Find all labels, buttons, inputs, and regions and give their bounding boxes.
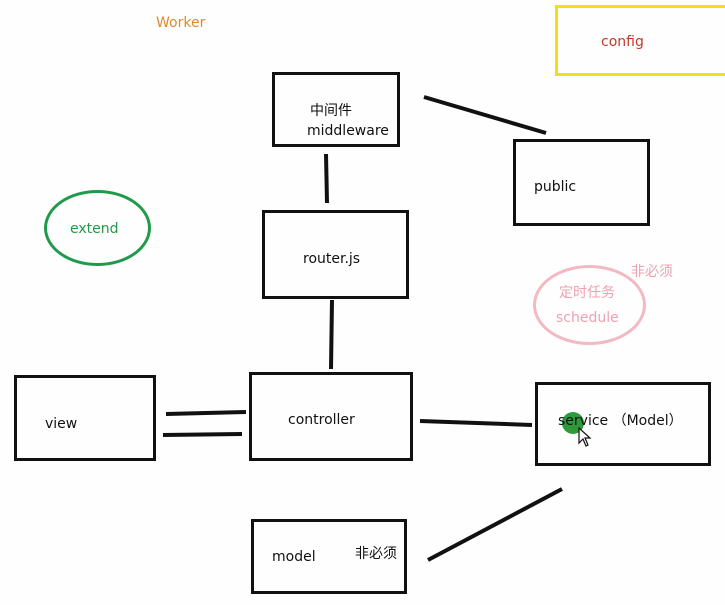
controller-service-connector bbox=[419, 419, 533, 427]
router-controller-connector bbox=[329, 299, 334, 370]
schedule-optional-note: 非必须 bbox=[631, 264, 673, 280]
config-box bbox=[555, 5, 725, 76]
middleware-label-en: middleware bbox=[307, 123, 389, 139]
service-box bbox=[535, 382, 711, 466]
mouse-cursor-icon bbox=[578, 427, 592, 447]
service-label: service （Model） bbox=[558, 413, 683, 429]
model-optional-note: 非必须 bbox=[355, 546, 397, 562]
worker-title: Worker bbox=[156, 15, 206, 31]
router-box bbox=[262, 210, 409, 299]
view-label: view bbox=[45, 416, 78, 432]
model-box bbox=[251, 519, 407, 594]
public-label: public bbox=[534, 179, 577, 195]
middleware-public-connector bbox=[423, 95, 547, 135]
middleware-box bbox=[272, 72, 400, 147]
controller-label: controller bbox=[288, 412, 355, 428]
extend-ellipse bbox=[44, 190, 151, 266]
view-controller-connector-top bbox=[165, 410, 247, 416]
view-controller-connector-bottom bbox=[162, 432, 243, 437]
middleware-label-zh: 中间件 bbox=[310, 103, 352, 119]
model-service-connector bbox=[427, 487, 563, 562]
router-label: router.js bbox=[303, 251, 361, 267]
config-label: config bbox=[601, 34, 644, 50]
extend-label: extend bbox=[70, 221, 119, 237]
schedule-ellipse bbox=[533, 265, 646, 345]
controller-box bbox=[249, 372, 413, 461]
schedule-label-en: schedule bbox=[556, 310, 619, 326]
model-label: model bbox=[272, 549, 316, 565]
schedule-label-zh: 定时任务 bbox=[559, 285, 615, 301]
public-box bbox=[513, 139, 650, 226]
view-box bbox=[14, 375, 156, 461]
middleware-router-connector bbox=[324, 153, 329, 204]
